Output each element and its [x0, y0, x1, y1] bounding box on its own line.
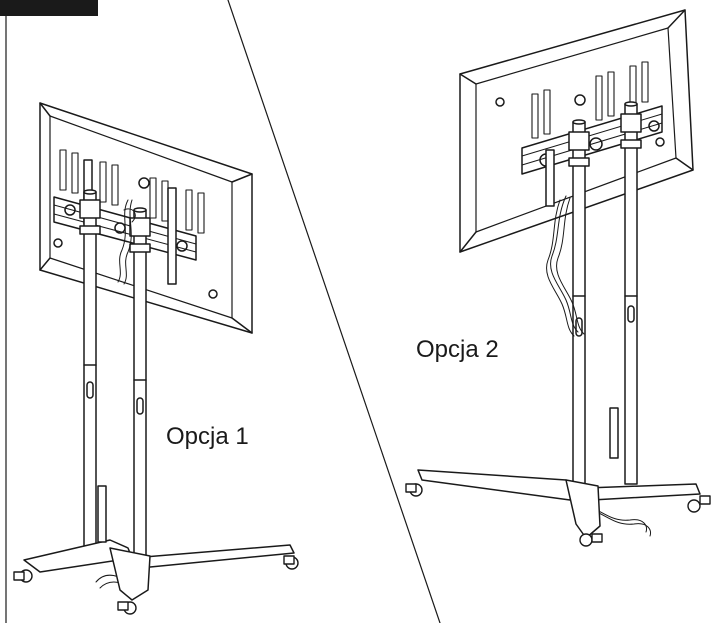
base-1 — [13, 485, 299, 615]
base-2 — [405, 407, 711, 547]
stand-option-2 — [405, 9, 711, 547]
poles-1 — [79, 189, 151, 563]
option-1-label: Opcja 1 — [166, 423, 249, 450]
cables-2 — [546, 195, 651, 537]
poles-2 — [568, 101, 642, 503]
panel-divider — [227, 0, 441, 623]
stand-option-1 — [13, 102, 299, 615]
corner-tab — [0, 0, 98, 16]
option-2-label: Opcja 2 — [416, 336, 499, 363]
